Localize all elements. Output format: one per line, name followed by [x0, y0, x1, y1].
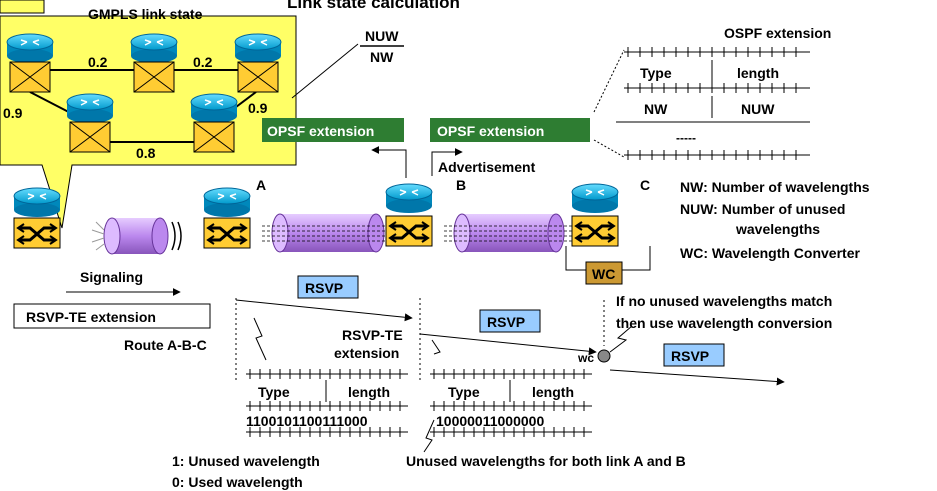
- label-b-type: Type: [448, 384, 480, 400]
- label-a-bits: 1100101100111000: [246, 413, 368, 429]
- switch-icon: [69, 121, 111, 153]
- rsvp-badge: [663, 343, 725, 367]
- label-a-type: Type: [258, 384, 290, 400]
- unused-label: 1: Unused wavelength: [172, 453, 320, 469]
- switch-icon: [193, 121, 235, 153]
- link-weight: 0.2: [193, 54, 213, 70]
- router-icon: [66, 93, 114, 124]
- switch-icon: [237, 61, 279, 93]
- label-b-bits: 10000011000000: [436, 413, 544, 429]
- wc-box-label: WC: [592, 266, 615, 282]
- router-icon: [6, 33, 54, 64]
- node-label-b: B: [456, 177, 466, 193]
- rsvp-te-ext-label: RSVP-TE: [342, 327, 403, 343]
- legend-nuw: NUW: Number of unused: [680, 201, 845, 217]
- gmpls-title: GMPLS link state: [88, 6, 203, 22]
- conversion-note-2: then use wavelength conversion: [616, 315, 832, 331]
- router-icon: [203, 187, 251, 218]
- wc-box: [585, 261, 623, 285]
- label-packet-b: [430, 373, 592, 433]
- switch-icon: [9, 61, 51, 93]
- link-weight: 0.2: [88, 54, 108, 70]
- label-packet-a: [246, 373, 408, 433]
- gmpls-network: [6, 33, 282, 153]
- ratio-denominator: NW: [370, 49, 394, 65]
- opsf-banner-right: [430, 118, 590, 142]
- router-icon: [571, 183, 619, 214]
- router-icon: [385, 183, 433, 214]
- ospf-length: length: [737, 65, 779, 81]
- ospf-nw: NW: [644, 101, 668, 117]
- switch-icon: [133, 61, 175, 93]
- used-label: 0: Used wavelength: [172, 474, 303, 490]
- switch-icon: [384, 214, 434, 248]
- rsvp-label: RSVP: [487, 314, 525, 330]
- ospf-title: OSPF extension: [724, 25, 831, 41]
- ospf-dash: -----: [676, 131, 696, 145]
- router-icon: [234, 33, 282, 64]
- opsf-left-label: OPSF extension: [267, 123, 374, 139]
- rsvp-badge: [297, 275, 359, 299]
- rsvp-badge: [479, 309, 541, 333]
- switch-icon: [570, 214, 620, 248]
- rsvp-te-extension-box: [13, 303, 211, 329]
- rsvp-label: RSVP: [305, 280, 343, 296]
- link-weight: 0.9: [248, 100, 268, 116]
- router-icon: [130, 33, 178, 64]
- router-icon: [190, 93, 238, 124]
- opsf-right-label: OPSF extension: [437, 123, 544, 139]
- rsvp-te-ext-label-2: extension: [334, 345, 399, 361]
- legend-nuw-cont: wavelengths: [735, 221, 820, 237]
- wc-point-label: wc: [577, 351, 594, 365]
- legend-nw: NW: Number of wavelengths: [680, 179, 870, 195]
- ospf-type: Type: [640, 65, 672, 81]
- link-weight: 0.9: [3, 105, 23, 121]
- switch-icon: [202, 216, 252, 250]
- node-left: [12, 187, 62, 250]
- rsvp-te-box-label: RSVP-TE extension: [26, 309, 156, 325]
- label-b-ticks: [433, 369, 585, 437]
- label-b-length: length: [532, 384, 574, 400]
- fiber-left: [91, 217, 182, 255]
- wc-point: [597, 349, 611, 363]
- switch-icon: [12, 216, 62, 250]
- node-b: [384, 183, 434, 248]
- advertisement-label: Advertisement: [438, 159, 536, 175]
- both-links-label: Unused wavelengths for both link A and B: [406, 453, 686, 469]
- ospf-ticks: [627, 47, 797, 160]
- link-weight: 0.8: [136, 145, 156, 161]
- rsvp-label: RSVP: [671, 348, 709, 364]
- ratio-numerator: NUW: [365, 28, 399, 44]
- conversion-note-1: If no unused wavelengths match: [616, 293, 832, 309]
- label-a-ticks: [249, 369, 401, 437]
- fiber-bc: [444, 213, 574, 253]
- router-icon: [13, 187, 61, 218]
- node-c: WC: [565, 183, 651, 285]
- node-label-a: A: [256, 177, 266, 193]
- callout-tab: [0, 0, 45, 14]
- label-a-length: length: [348, 384, 390, 400]
- ospf-nuw: NUW: [741, 101, 775, 117]
- signaling-label: Signaling: [80, 269, 143, 285]
- ospf-table: [593, 49, 810, 158]
- legend-wc: WC: Wavelength Converter: [680, 245, 860, 261]
- route-label: Route A-B-C: [124, 337, 207, 353]
- node-a: [202, 187, 252, 250]
- fiber-ab: [262, 213, 394, 253]
- node-label-c: C: [640, 177, 650, 193]
- opsf-banner-left: [262, 118, 404, 142]
- page-title: Link state calculation: [287, 0, 460, 12]
